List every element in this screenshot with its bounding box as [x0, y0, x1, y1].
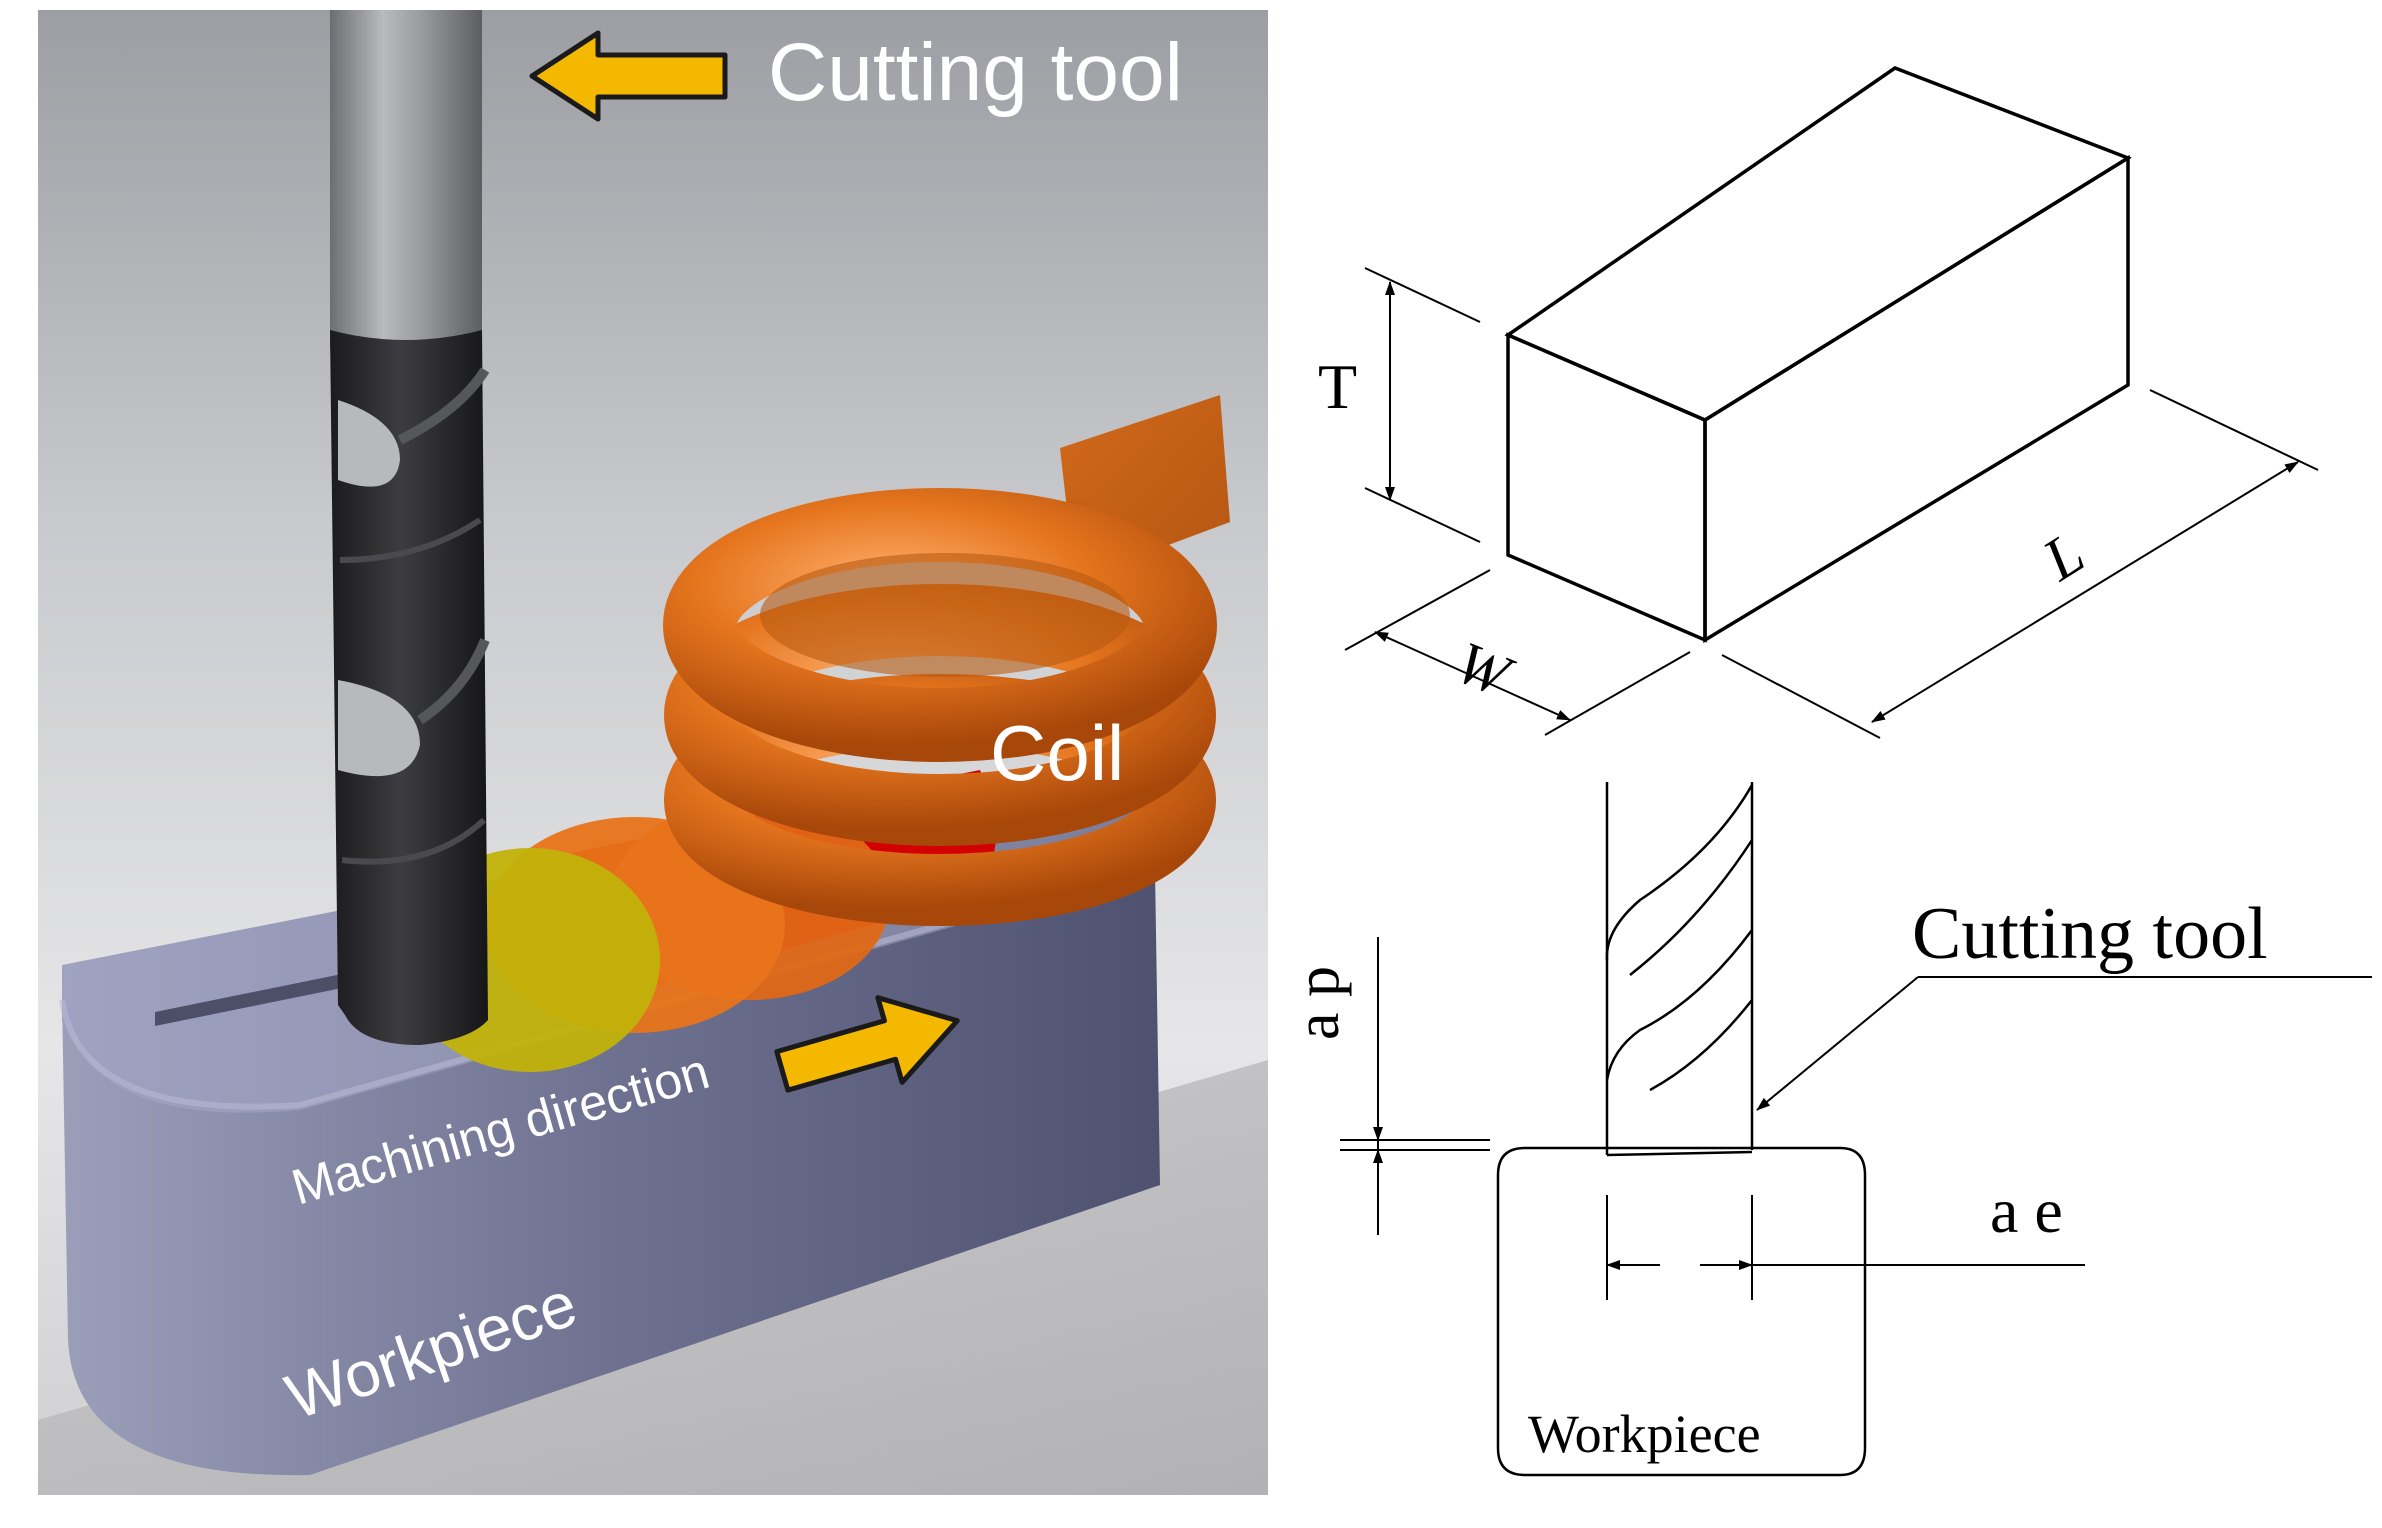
radial-width-label: a e	[1990, 1175, 2063, 1246]
cutting-tool-leader	[1756, 976, 2372, 1111]
cutting-tool-label-drawing: Cutting tool	[1912, 893, 2268, 975]
l-extension-right	[2149, 389, 2319, 471]
flute-edge	[339, 517, 482, 563]
block-front-face	[1506, 332, 1707, 643]
t-extension-top	[1364, 267, 1481, 323]
width-dimension	[1344, 569, 1691, 736]
workpiece-section	[1496, 1146, 1867, 1477]
tool-helix-1	[1605, 784, 1754, 961]
cutting-tool-label: Cutting tool	[768, 27, 1183, 118]
tool-tip	[1606, 1150, 1753, 1157]
radial-width-dimension	[1606, 1195, 2085, 1300]
workpiece-label-drawing: Workpiece	[1528, 1404, 1761, 1464]
tool-helix-3	[1605, 929, 1754, 1081]
tool-flutes	[330, 330, 488, 1045]
render-panel: Cutting tool Coil Machining direction Wo…	[38, 10, 1268, 1495]
flute-notch-1-shade	[397, 367, 490, 445]
coil-inner-shadow	[760, 553, 1130, 677]
tool-helix-2	[1629, 839, 1754, 976]
w-extension-right	[1544, 651, 1691, 736]
cutting-tool-render	[330, 10, 490, 1045]
thickness-dimension	[1364, 267, 1481, 543]
l-dimension-line	[1871, 461, 2299, 723]
induction-coil	[663, 395, 1230, 926]
w-dimension-line	[1374, 631, 1571, 721]
t-extension-bottom	[1364, 487, 1481, 543]
length-dimension	[1721, 389, 2319, 739]
flute-notch-1	[338, 400, 400, 487]
axial-depth-dimension	[1340, 937, 1490, 1235]
iso-block	[1504, 66, 2132, 644]
flute-edge-2	[341, 817, 487, 865]
w-extension-left	[1344, 569, 1491, 651]
tool-helix-4	[1649, 999, 1753, 1092]
machining-direction-arrow-icon	[774, 995, 960, 1093]
l-extension-left	[1721, 654, 1881, 739]
block-right-face	[1703, 154, 2130, 644]
cutting-tool-arrow-icon	[529, 30, 728, 122]
flute-notch-2	[338, 680, 420, 777]
thickness-label: T	[1318, 351, 1357, 422]
width-label: W	[1447, 629, 1523, 711]
cutting-tool-drawing	[1605, 782, 1754, 1157]
coil-turn-1	[663, 488, 1217, 762]
flute-notch-2-shade	[417, 638, 490, 725]
length-label: L	[2031, 519, 2095, 593]
leader-diagonal	[1756, 976, 1919, 1111]
workpiece-edge	[59, 862, 1156, 1110]
coil-label: Coil	[990, 709, 1124, 797]
dimension-panel: T W L Cutting tool	[1284, 66, 2372, 1477]
block-top-face	[1504, 66, 2132, 422]
axial-depth-label: a p	[1284, 966, 1352, 1040]
tool-shank	[330, 10, 482, 350]
